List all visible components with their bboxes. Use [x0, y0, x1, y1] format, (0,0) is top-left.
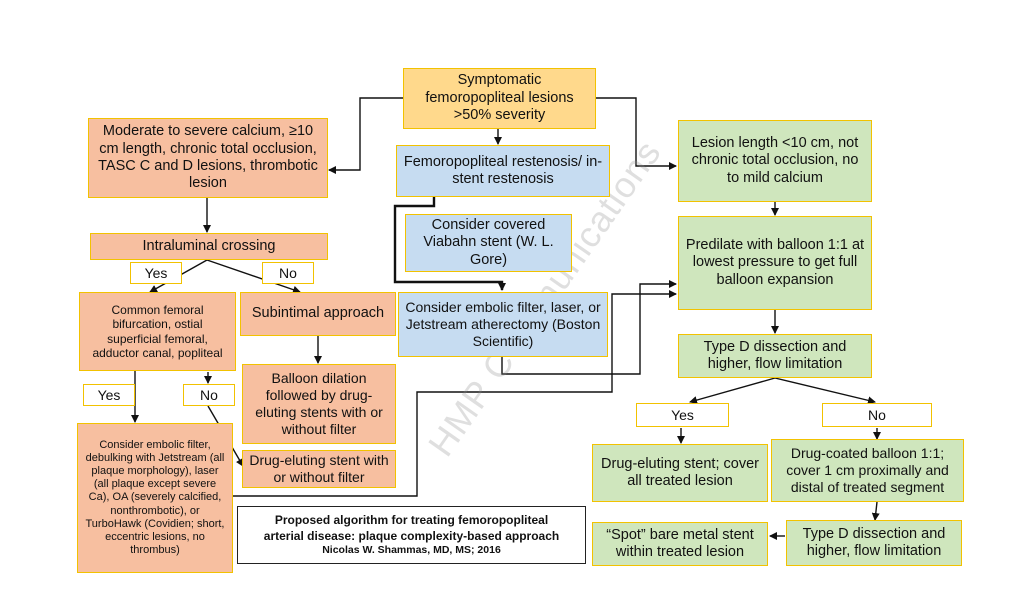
label-no-common: No — [183, 384, 235, 406]
node-viabahn: Consider covered Viabahn stent (W. L. Go… — [405, 214, 572, 272]
label-yes-common: Yes — [83, 384, 135, 406]
node-moderate-severe: Moderate to severe calcium, ≥10 cm lengt… — [88, 118, 328, 198]
node-balloon-dilation: Balloon dilation followed by drug-elutin… — [242, 364, 396, 444]
node-predilate: Predilate with balloon 1:1 at lowest pre… — [678, 216, 872, 310]
arrow-top-to-moderate — [328, 97, 403, 174]
label-no-intraluminal: No — [262, 262, 314, 284]
label-no-typed: No — [822, 403, 932, 427]
node-embolic-blue: Consider embolic filter, laser, or Jetst… — [398, 292, 608, 357]
arrow-dcb-to-typed2 — [871, 501, 880, 521]
node-lesion-short: Lesion length <10 cm, not chronic total … — [678, 120, 872, 202]
node-dcb: Drug-coated balloon 1:1; cover 1 cm prox… — [771, 439, 964, 502]
caption-box: Proposed algorithm for treating femoropo… — [237, 506, 586, 564]
arrow-typed-to-yes — [689, 377, 776, 404]
caption-line-2: arterial disease: plaque complexity-base… — [263, 528, 560, 543]
node-type-d-1: Type D dissection and higher, flow limit… — [678, 334, 872, 378]
arrow-typed-to-no — [774, 377, 876, 405]
node-restenosis: Femoropopliteal restenosis/ in-stent res… — [396, 145, 610, 197]
node-des-cover: Drug-eluting stent; cover all treated le… — [592, 444, 768, 502]
node-spot-stent: “Spot” bare metal stent within treated l… — [592, 522, 768, 566]
label-yes-intraluminal: Yes — [130, 262, 182, 284]
node-embolic-orange: Consider embolic filter, debulking with … — [77, 423, 233, 573]
node-des-filter: Drug-eluting stent with or without filte… — [242, 450, 396, 488]
caption-author: Nicolas W. Shammas, MD, MS; 2016 — [322, 544, 501, 557]
node-common-femoral: Common femoral bifurcation, ostial super… — [79, 292, 236, 371]
node-type-d-2: Type D dissection and higher, flow limit… — [786, 520, 962, 566]
node-intraluminal: Intraluminal crossing — [90, 233, 328, 260]
label-yes-typed: Yes — [636, 403, 729, 427]
node-symptomatic: Symptomatic femoropopliteal lesions >50%… — [403, 68, 596, 129]
caption-line-1: Proposed algorithm for treating femoropo… — [274, 513, 549, 527]
node-subintimal: Subintimal approach — [240, 292, 396, 336]
